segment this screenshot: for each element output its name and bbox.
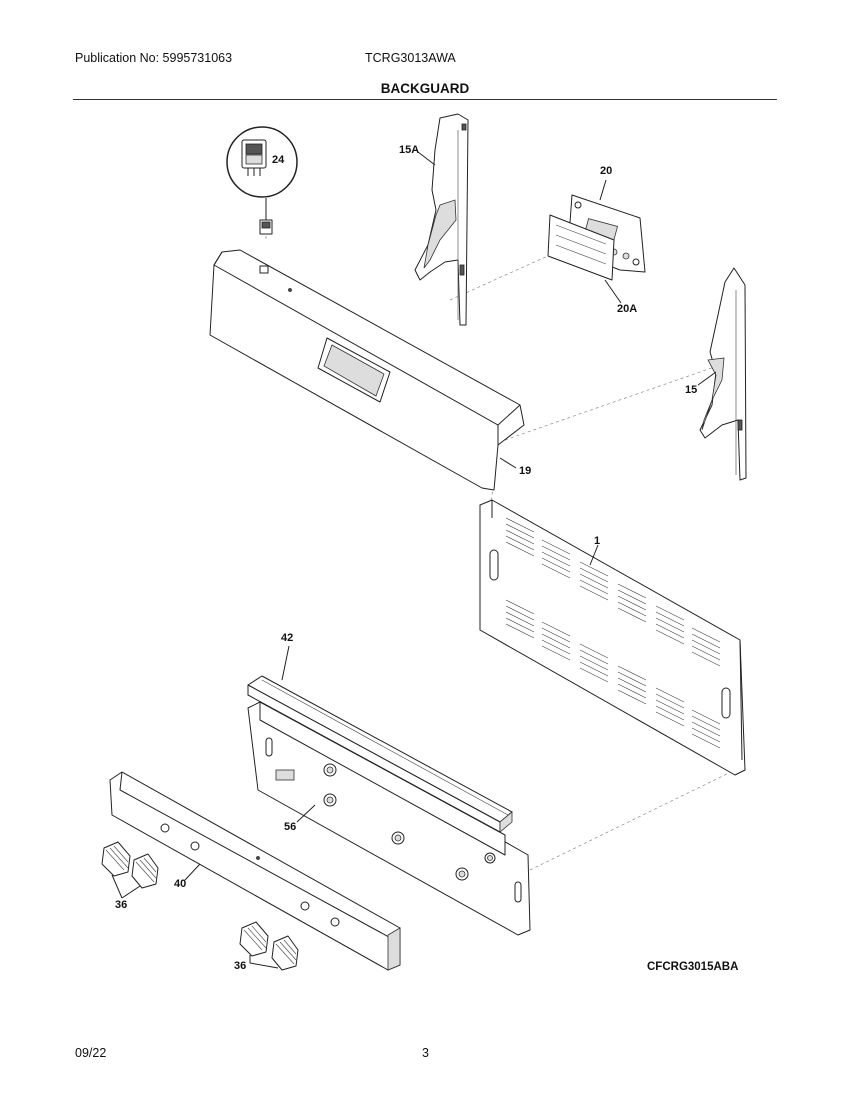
callout-56: 56	[284, 821, 296, 833]
part-24-rocker-switch	[226, 126, 298, 235]
part-36-knobs-left	[101, 841, 159, 889]
callout-15: 15	[685, 384, 697, 396]
header-rule	[73, 99, 777, 100]
diagram-code: CFCRG3015ABA	[647, 961, 738, 973]
model-number: TCRG3013AWA	[365, 51, 456, 65]
page-title: BACKGUARD	[380, 81, 470, 96]
callout-42: 42	[281, 632, 293, 644]
part-42-trim-strip	[247, 675, 513, 833]
callout-1: 1	[594, 535, 600, 547]
part-1-rear-panel	[479, 499, 746, 776]
part-20a-overlay	[547, 214, 615, 281]
part-15a-side-bracket	[414, 113, 469, 326]
page-number: 3	[422, 1046, 429, 1060]
part-40-control-panel	[109, 771, 401, 971]
callout-24: 24	[272, 154, 285, 166]
part-36-knobs-right	[239, 921, 299, 971]
part-56-control-bracket	[247, 701, 531, 936]
part-19-backguard-panel	[209, 249, 525, 491]
part-15-side-bracket	[699, 267, 747, 481]
callout-20: 20	[600, 165, 612, 177]
publication-number: Publication No: 5995731063	[75, 51, 233, 65]
callout-19: 19	[519, 465, 531, 477]
footer-date: 09/22	[75, 1046, 107, 1060]
callout-36-right: 36	[234, 960, 246, 972]
callout-leaders	[111, 151, 717, 969]
callout-15a: 15A	[399, 144, 419, 156]
callout-20a: 20A	[617, 303, 637, 315]
callout-36-left: 36	[115, 899, 127, 911]
callout-40: 40	[174, 878, 186, 890]
